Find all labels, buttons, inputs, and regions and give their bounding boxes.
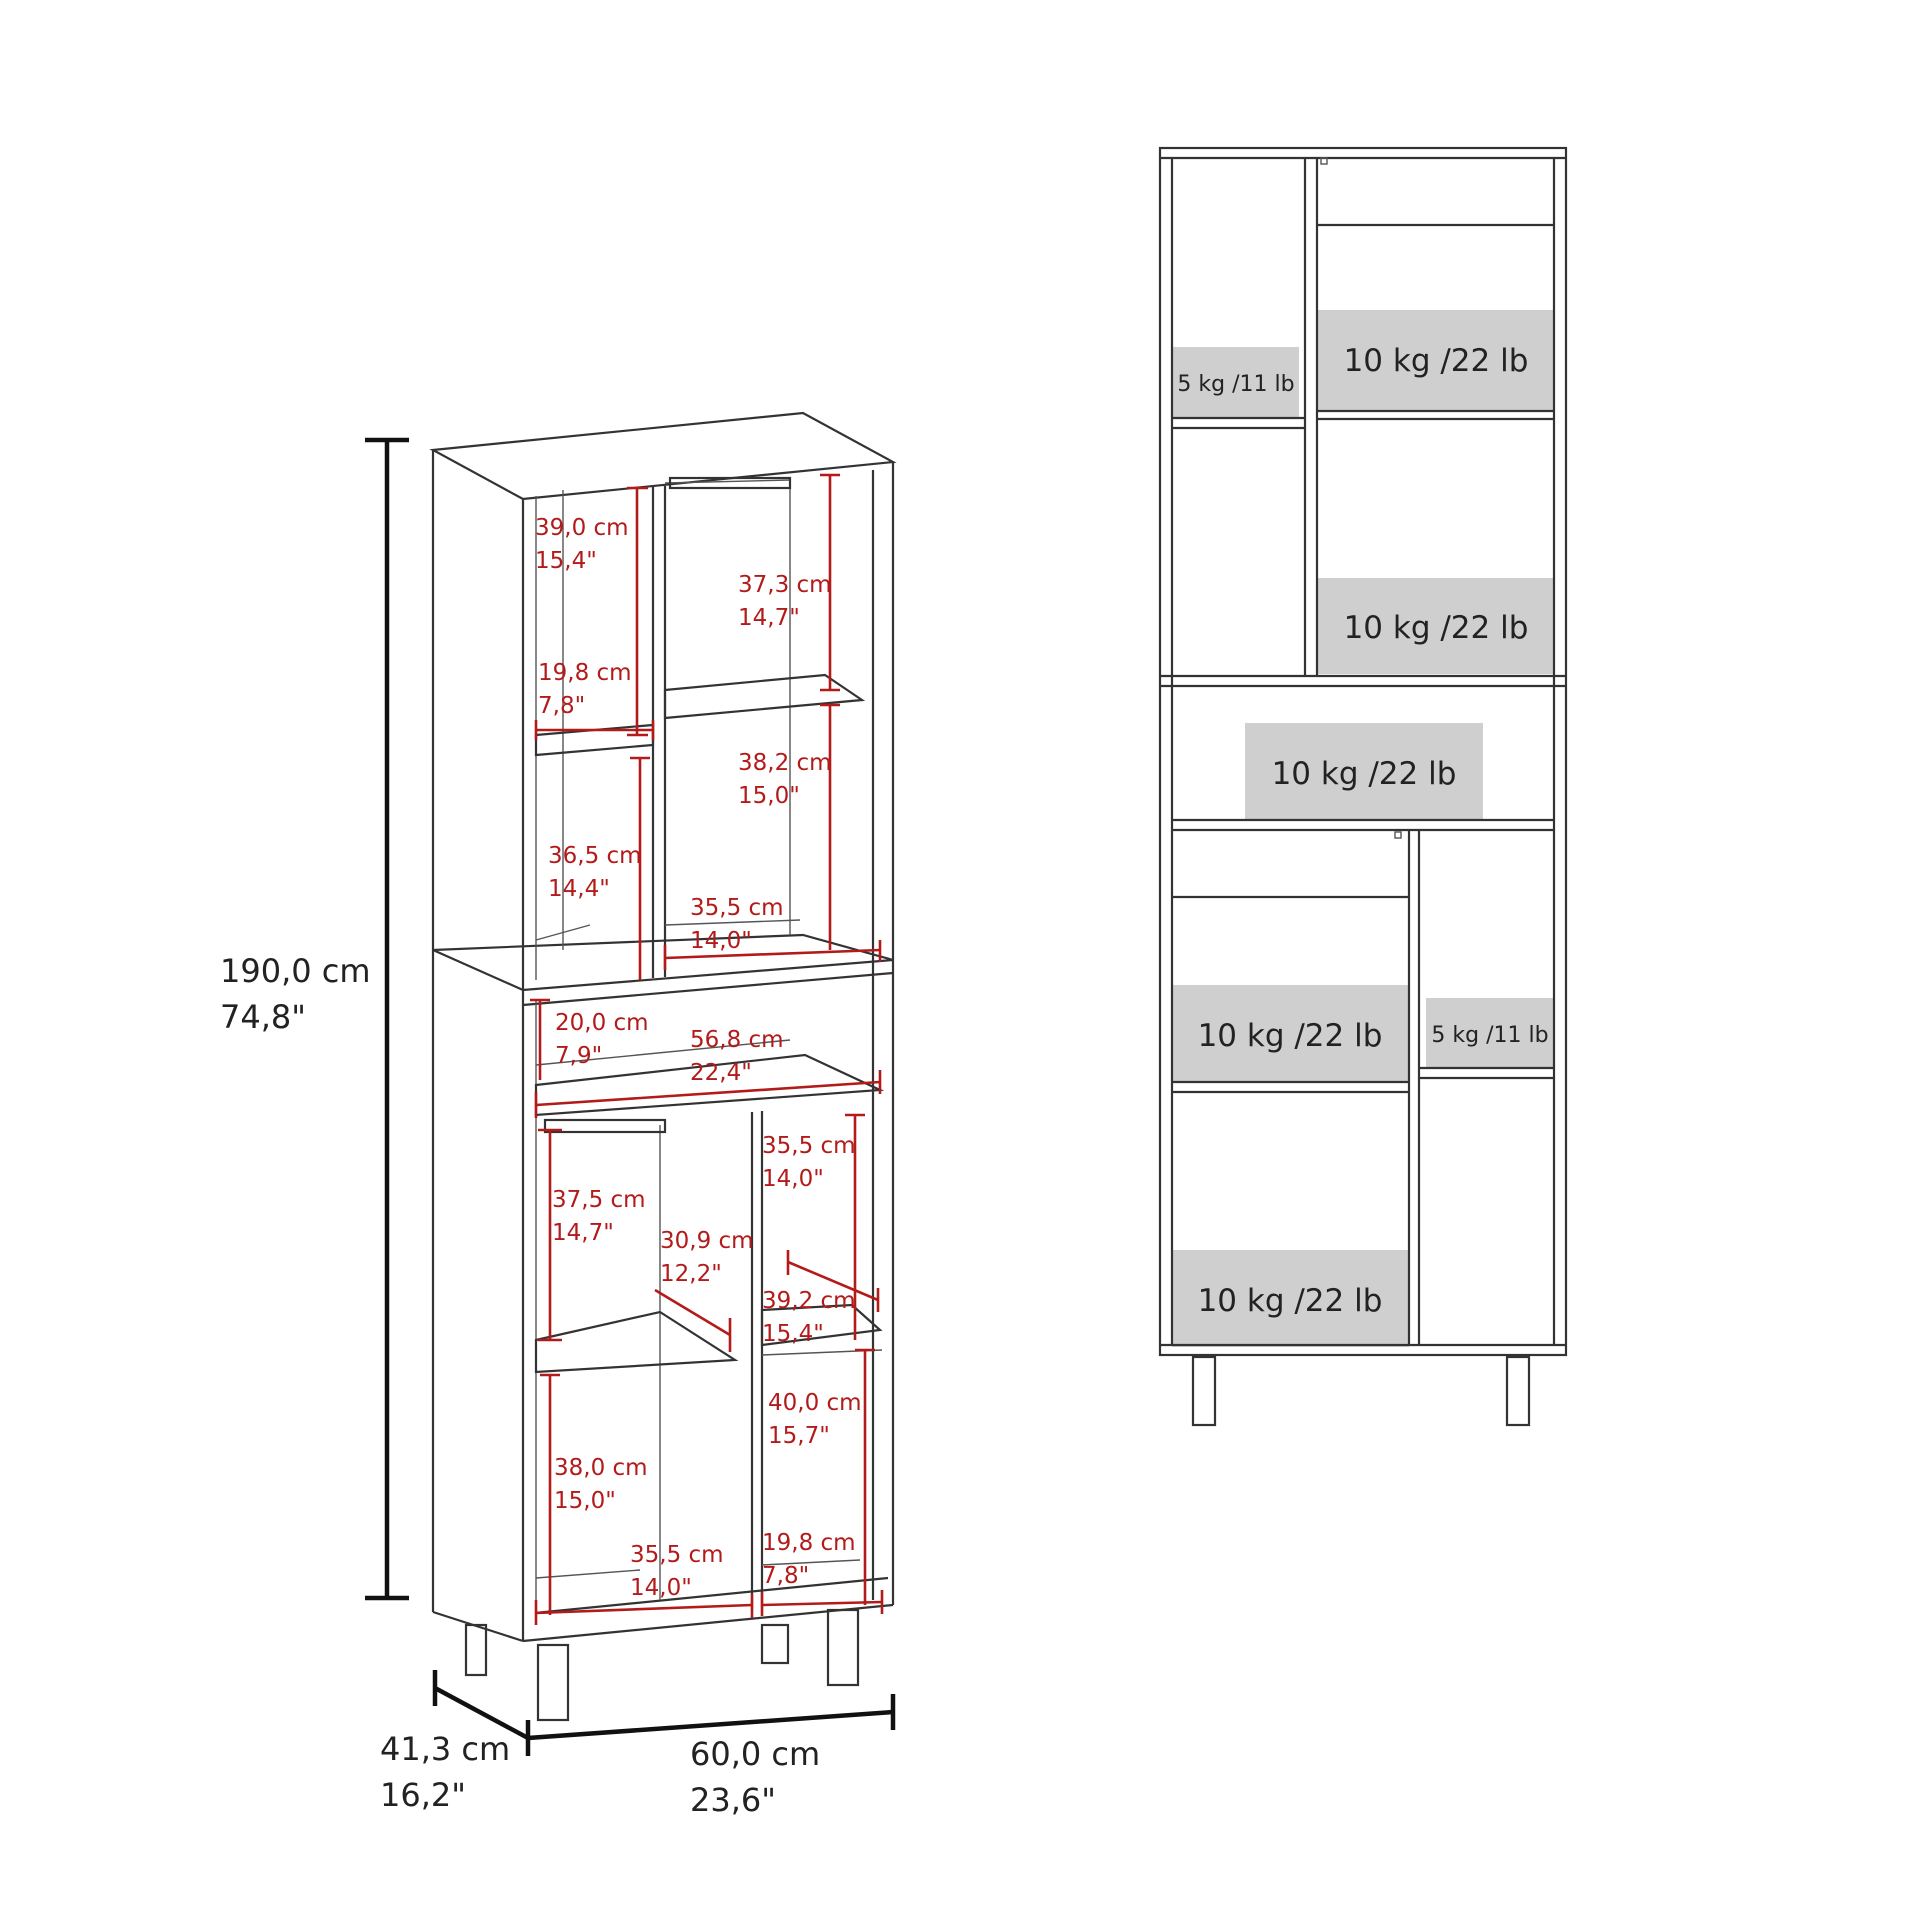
overall-dimension-lines (365, 437, 896, 1756)
dim-label: 14,7" (552, 1220, 614, 1246)
dim-label: 22,4" (690, 1060, 752, 1086)
inner-dimension-lines (530, 473, 884, 1625)
dim-label: 37,3 cm (738, 572, 832, 598)
weight-label: 5 kg /11 lb (1431, 1023, 1548, 1048)
dim-label: 38,2 cm (738, 750, 832, 776)
dim-label: 35,5 cm (762, 1133, 856, 1159)
dim-label: 36,5 cm (548, 843, 642, 869)
weight-panel (1172, 985, 1409, 1081)
dim-label: 15,4" (762, 1321, 824, 1347)
dim-label: 15,4" (535, 548, 597, 574)
weight-label: 10 kg /22 lb (1272, 756, 1457, 792)
leg-back-right (760, 1623, 790, 1665)
upper-left-shelf (534, 723, 655, 757)
dim-label: 15,7" (768, 1423, 830, 1449)
weight-label: 10 kg /22 lb (1198, 1018, 1383, 1054)
leg-front-right (826, 1608, 860, 1687)
leg-left (1191, 1355, 1217, 1427)
dim-label: 14,7" (738, 605, 800, 631)
lower-left-shelf (534, 1310, 739, 1374)
dim-label: 7,8" (538, 693, 585, 719)
dim-label: 12,2" (660, 1261, 722, 1287)
width-cm-label: 60,0 cm (690, 1735, 820, 1773)
dim-label: 7,9" (555, 1043, 602, 1069)
dimensioned-cabinet: 190,0 cm 74,8" 41,3 cm 16,2" 60,0 cm 23,… (220, 411, 897, 1819)
lower-right-shelf (760, 1303, 883, 1347)
dim-label: 56,8 cm (690, 1027, 784, 1053)
weight-panel (1317, 578, 1554, 674)
leg-front-left (536, 1643, 570, 1722)
dim-label: 15,0" (738, 783, 800, 809)
dim-label: 20,0 cm (555, 1010, 649, 1036)
top-slab (429, 411, 897, 501)
dim-label: 19,8 cm (762, 1530, 856, 1556)
inner-dimension-labels: 39,0 cm 15,4" 37,3 cm 14,7" 19,8 cm 7,8"… (535, 515, 862, 1601)
dim-label: 39,2 cm (762, 1288, 856, 1314)
upper-right-shelf (663, 673, 866, 720)
dim-label: 39,0 cm (535, 515, 629, 541)
height-cm-label: 190,0 cm (220, 952, 371, 990)
weight-label: 10 kg /22 lb (1344, 343, 1529, 379)
dim-label: 15,0" (554, 1488, 616, 1514)
weight-panel (1317, 310, 1554, 410)
dim-label: 14,0" (690, 928, 752, 954)
leg-back-left (464, 1623, 488, 1677)
dim-label: 37,5 cm (552, 1187, 646, 1213)
dim-label: 19,8 cm (538, 660, 632, 686)
depth-cm-label: 41,3 cm (380, 1730, 510, 1768)
middle-slab (432, 933, 894, 992)
dim-label: 7,8" (762, 1563, 809, 1589)
height-in-label: 74,8" (220, 998, 306, 1036)
weight-label: 5 kg /11 lb (1177, 372, 1294, 397)
leg-right (1505, 1355, 1531, 1427)
load-capacity-cabinet: 5 kg /11 lb 10 kg /22 lb 10 kg /22 lb 10… (1158, 146, 1568, 1427)
cabinet-frame (1158, 146, 1568, 1357)
dim-label: 40,0 cm (768, 1390, 862, 1416)
dim-label: 30,9 cm (660, 1228, 754, 1254)
width-in-label: 23,6" (690, 1781, 776, 1819)
dim-label: 14,0" (762, 1166, 824, 1192)
dim-label: 14,4" (548, 876, 610, 902)
weight-label: 10 kg /22 lb (1198, 1283, 1383, 1319)
weight-panel (1172, 347, 1299, 417)
dim-label: 35,5 cm (630, 1542, 724, 1568)
weight-panel (1172, 1250, 1409, 1347)
weight-label: 10 kg /22 lb (1344, 610, 1529, 646)
dim-label: 35,5 cm (690, 895, 784, 921)
dim-label: 14,0" (630, 1575, 692, 1601)
weight-panel (1245, 723, 1483, 820)
dim-label: 38,0 cm (554, 1455, 648, 1481)
depth-in-label: 16,2" (380, 1776, 466, 1814)
weight-panel (1426, 998, 1554, 1068)
